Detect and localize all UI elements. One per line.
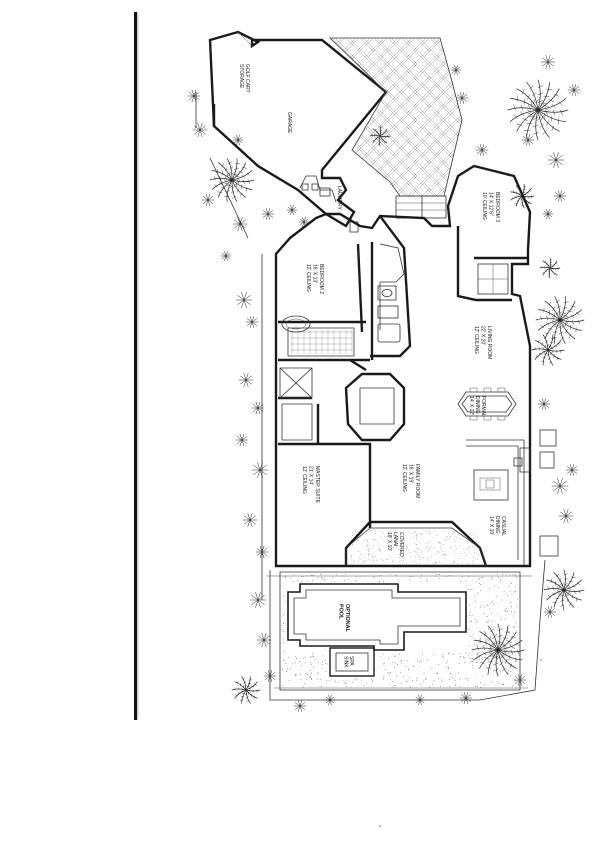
scan-speck — [379, 825, 381, 827]
courtyard-pavers — [329, 37, 463, 197]
label-bedroom-3: BEDROOM 314' X 12'6"10' CEILING — [481, 192, 500, 222]
kitchen-island-icon — [473, 469, 509, 501]
main-house-walls — [274, 164, 532, 568]
label-formal-dining: FORMALDINING14' X 12' — [468, 396, 486, 417]
label-spa: SPASINK — [343, 656, 355, 668]
dining-table-icon — [457, 387, 517, 421]
spa — [329, 647, 375, 677]
label-golf-cart-storage: GOLF CARTSTORAGE — [238, 64, 250, 93]
label-garage: GARAGE — [286, 112, 292, 134]
label-covered-lanai: COVEREDLANAI18' X 10' — [386, 532, 404, 557]
lanai-area — [279, 527, 521, 691]
label-living-room: LIVING ROOM22' X 20'12' CEILING — [473, 326, 492, 359]
master-bath-tile — [290, 330, 353, 354]
garage-wing — [208, 30, 388, 233]
label-bedroom-2: BEDROOM 216' X 13'12' CEILING — [305, 264, 324, 294]
label-laundry: LAUNDRY — [336, 186, 342, 210]
fixtures — [281, 263, 559, 566]
entry-steps — [395, 195, 447, 219]
scan-binding-edge — [134, 12, 138, 720]
landscape-border — [195, 92, 546, 701]
pool — [287, 583, 467, 677]
label-family-room: FAMILY ROOM16' X 19'12' CEILING — [401, 464, 420, 498]
scan-speck — [540, 659, 542, 661]
label-casual-dining: CASUALDINING14' X 10' — [488, 516, 506, 536]
landscape-plants — [187, 55, 585, 712]
room-labels: GOLF CARTSTORAGE GARAGE LAUNDRY BEDROOM … — [238, 64, 506, 668]
label-optional-pool: OPTIONALPOOL — [338, 604, 351, 633]
label-master-suite: MASTER SUITE21' X 14'12' CEILING — [301, 466, 320, 504]
